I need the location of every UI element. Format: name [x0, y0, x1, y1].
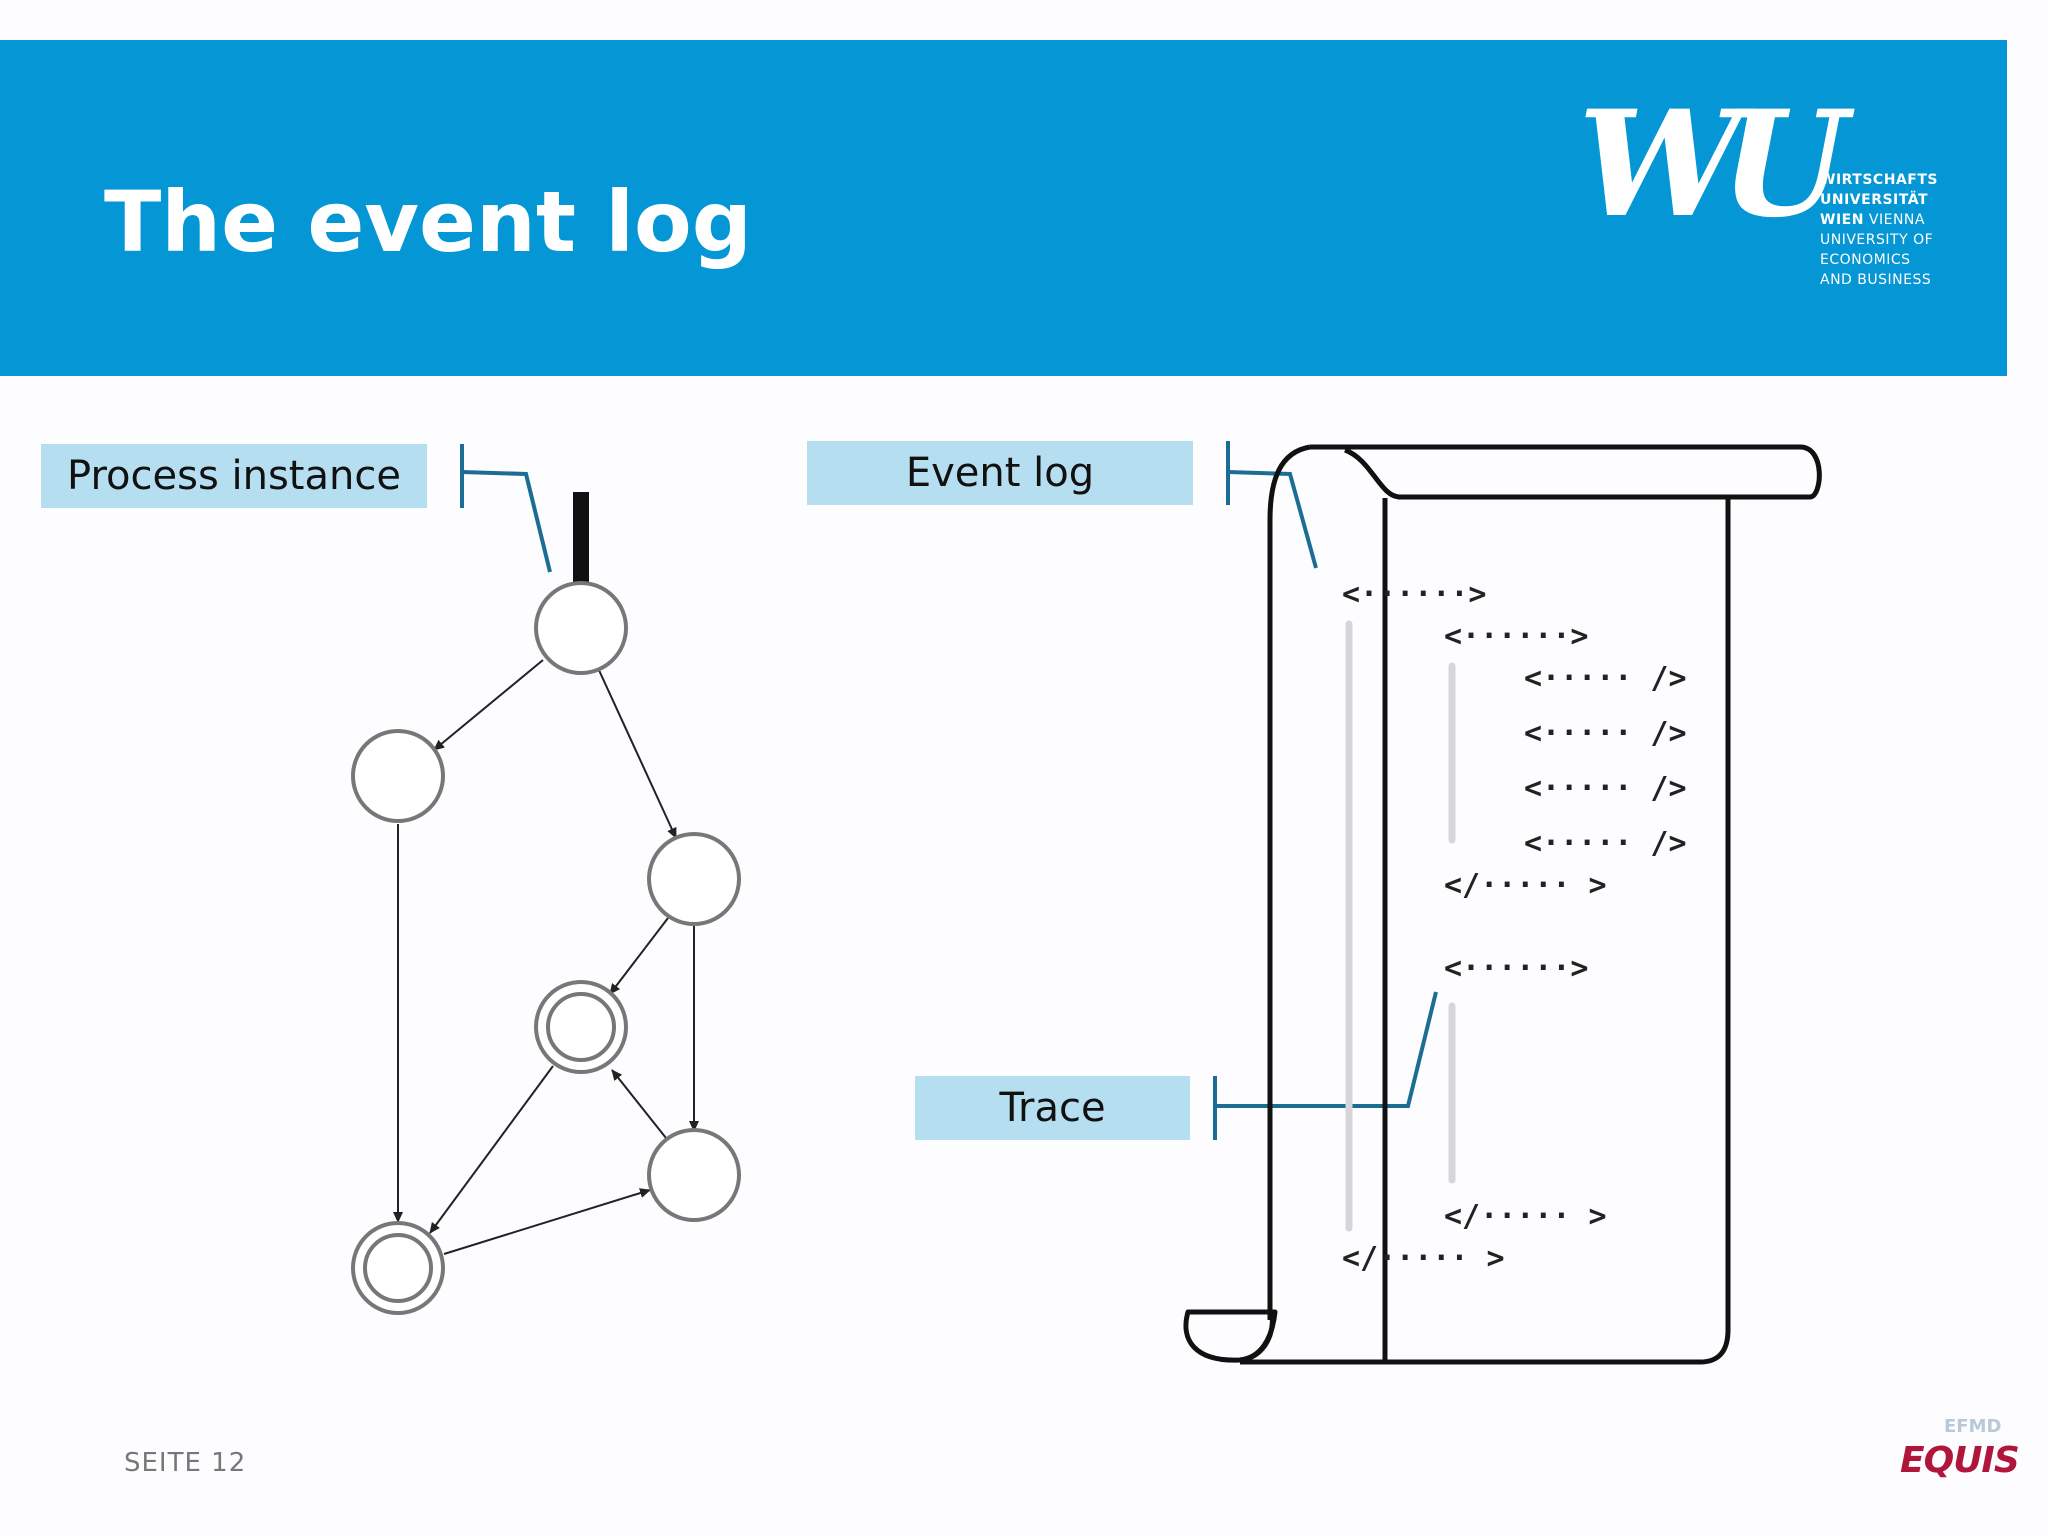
edge: [609, 917, 669, 995]
event-tag: <····· />: [1524, 826, 1687, 861]
logo-line: WIEN: [1820, 212, 1864, 228]
log-open-tag: <······>: [1342, 577, 1487, 612]
process-instance-label: Process instance: [41, 444, 427, 508]
event-tag: <····· />: [1524, 661, 1687, 696]
trace-close-tag: </····· >: [1444, 868, 1607, 903]
edge: [443, 1188, 651, 1255]
trace-label: Trace: [915, 1076, 1190, 1140]
event-log-bracket: [1226, 441, 1318, 569]
logo-line: VIENNA: [1868, 212, 1925, 228]
page-number: SEITE 12: [124, 1448, 247, 1478]
double-node-inner: [546, 992, 616, 1062]
event-log-label: Event log: [807, 441, 1193, 505]
trace-open-tag: <······>: [1444, 951, 1589, 986]
node: [351, 729, 445, 823]
scroll-fill-mask: [1385, 497, 1731, 1365]
event-tag: <····· />: [1524, 771, 1687, 806]
edge: [429, 1065, 554, 1234]
edge: [597, 667, 677, 839]
trace-close-tag: </····· >: [1444, 1199, 1607, 1234]
logo-line: UNIVERSITY OF: [1820, 232, 1934, 248]
page-title: The event log: [104, 173, 752, 271]
title-banner: [0, 40, 2007, 376]
node: [647, 1128, 741, 1222]
logo-line: AND BUSINESS: [1820, 272, 1932, 288]
logo-line: WIRTSCHAFTS: [1820, 172, 1938, 188]
node: [534, 581, 628, 675]
process-instance-bracket: [460, 444, 552, 573]
start-bar: [573, 492, 589, 584]
accreditation-label: EFMD: [1944, 1416, 2002, 1437]
log-close-tag: </····· >: [1342, 1241, 1505, 1276]
logo-line: UNIVERSITÄT: [1820, 192, 1929, 208]
end-node-inner: [363, 1233, 433, 1303]
edge: [611, 1069, 667, 1139]
process-graph: [351, 492, 741, 1315]
logo-line: ECONOMICS: [1820, 252, 1911, 268]
trace-open-tag: <······>: [1444, 619, 1589, 654]
event-tag: <····· />: [1524, 716, 1687, 751]
edge: [433, 659, 544, 751]
node: [647, 832, 741, 926]
trace-bracket: [1213, 991, 1438, 1140]
university-logo-text: WIRTSCHAFTS UNIVERSITÄT WIEN VIENNA UNIV…: [1820, 170, 1938, 290]
equis-logo: EQUIS: [1900, 1440, 2020, 1481]
university-logo: WU: [1578, 79, 1847, 250]
logo-line-wien-vienna: WIEN VIENNA: [1820, 210, 1938, 230]
